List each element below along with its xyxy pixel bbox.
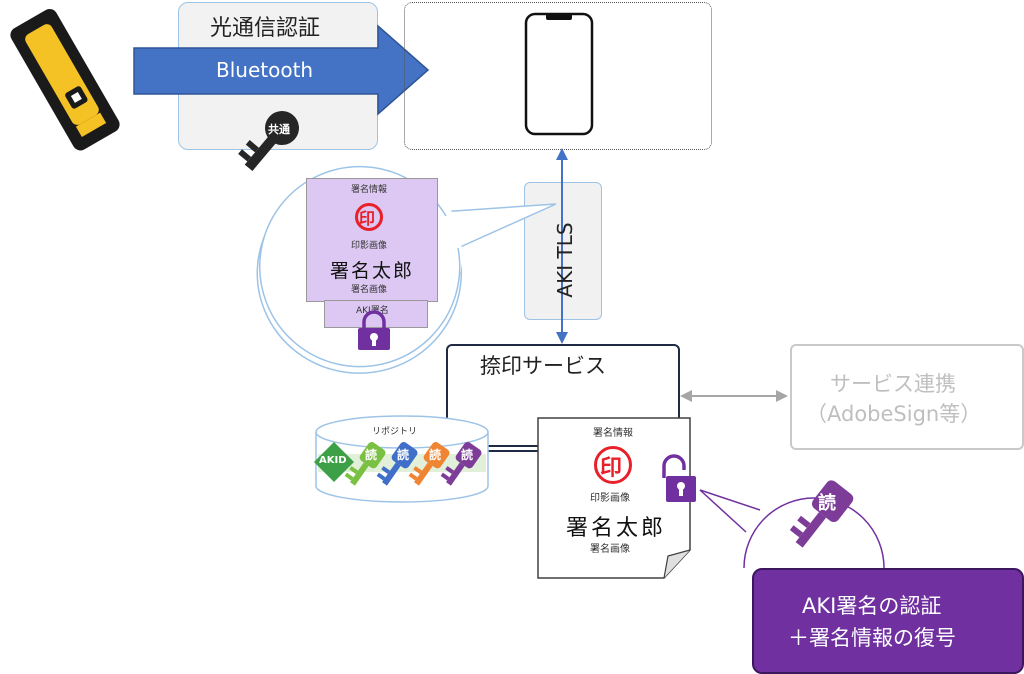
key-green-label: 読 — [365, 448, 378, 462]
key-purple-label: 読 — [461, 448, 474, 462]
main-seal-icon — [594, 446, 632, 484]
key-green-icon — [344, 442, 386, 486]
bubble-signature-doc — [306, 178, 438, 302]
bubble-aki-tab — [324, 300, 428, 328]
read-key-icon — [789, 480, 854, 548]
main-signer-name: 署名太郎 — [566, 516, 667, 541]
result-line2: ＋署名情報の復号 — [788, 626, 956, 650]
akid-label: AKID — [319, 455, 347, 466]
stamp-service-title: 捺印サービス — [480, 354, 606, 378]
result-box — [752, 568, 1024, 674]
bubble-seal-char: 印 — [359, 209, 376, 228]
key-blue-icon — [376, 442, 418, 486]
bluetooth-label: Bluetooth — [216, 58, 314, 82]
bubble-seal-icon — [355, 203, 383, 231]
external-service-line2: （AdobeSign等） — [806, 402, 982, 426]
key-purple-icon — [440, 442, 482, 486]
shared-key-label: 共通 — [268, 123, 290, 136]
key-orange-label: 読 — [429, 448, 442, 462]
repository-label: リポジトリ — [372, 427, 418, 437]
key-orange-icon — [408, 442, 450, 486]
external-service-box — [790, 344, 1024, 450]
external-service-line1: サービス連携 — [830, 372, 956, 396]
bubble-doc-header: 署名情報 — [351, 185, 388, 195]
main-name-caption: 署名画像 — [590, 544, 630, 555]
main-seal-caption: 印影画像 — [590, 493, 630, 504]
bubble-name-caption: 署名画像 — [351, 285, 388, 295]
result-line1: AKI署名の認証 — [802, 594, 942, 618]
read-key-label: 読 — [818, 493, 836, 514]
optical-auth-title: 光通信認証 — [210, 16, 321, 41]
bubble-seal-caption: 印影画像 — [351, 241, 388, 251]
smartphone-frame — [404, 2, 712, 150]
main-seal-char: 印 — [600, 456, 623, 481]
bubble-signer-name: 署名太郎 — [330, 260, 415, 282]
key-blue-label: 読 — [397, 448, 410, 462]
main-doc-header: 署名情報 — [593, 428, 633, 439]
